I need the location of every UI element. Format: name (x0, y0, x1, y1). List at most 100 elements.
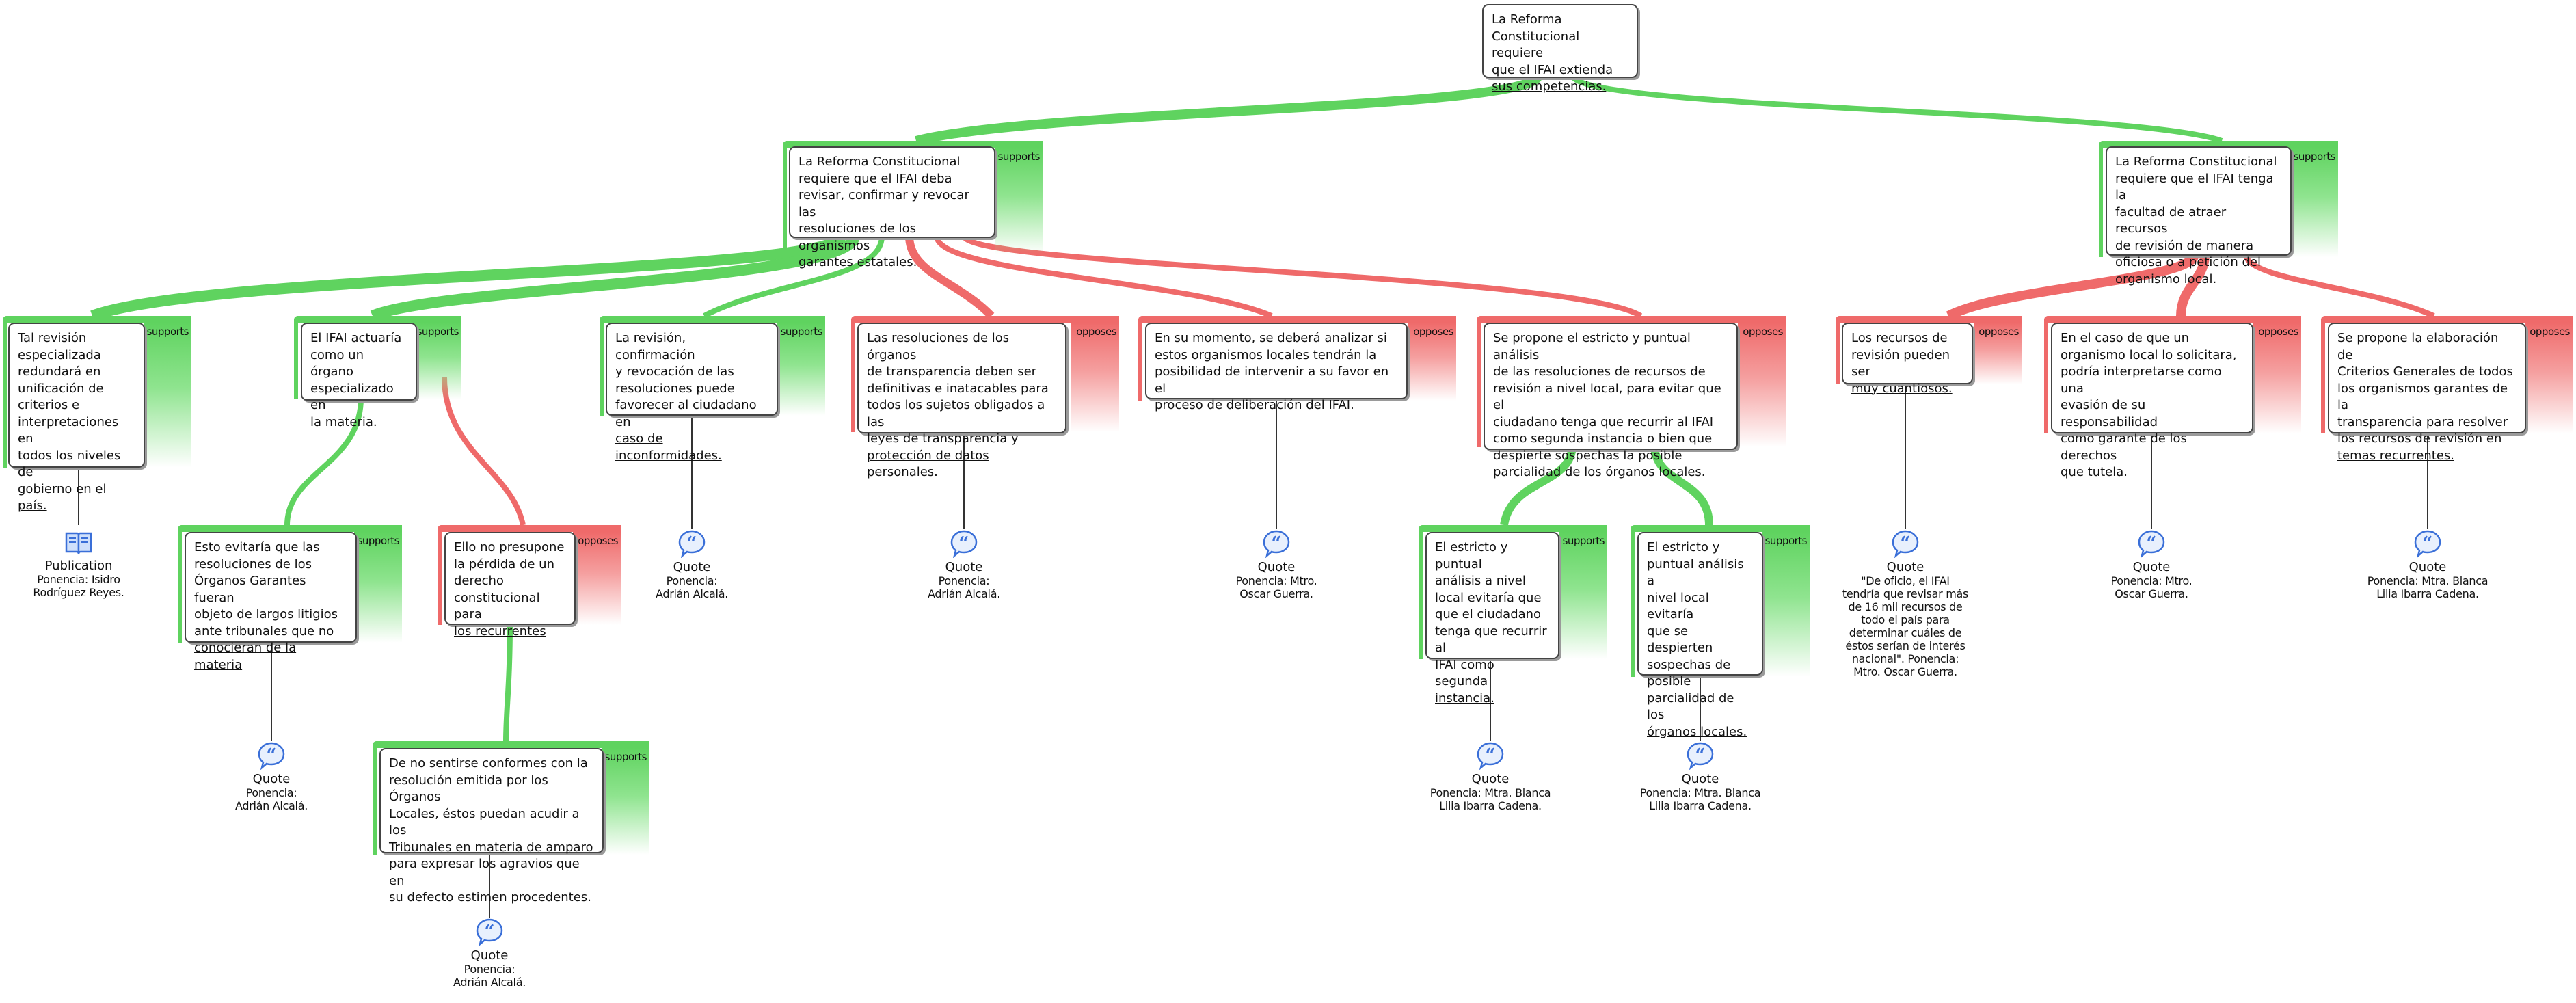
evidence-source: tendría que revisar más (1842, 587, 1969, 600)
evidence-type: Publication (44, 559, 113, 573)
reason-frame-a2: supports (294, 316, 461, 399)
svg-text:“: “ (485, 922, 495, 942)
text-line: ciudadano tenga que recurrir al IFAI (1493, 414, 1714, 429)
text-line: IFAI como segunda (1435, 657, 1494, 689)
evidence-a4[interactable]: “ Quote Ponencia: Adrián Alcalá. (902, 529, 1025, 600)
relation-label: supports (2293, 150, 2336, 163)
relation-label: opposes (1076, 325, 1116, 338)
text-line: De no sentirse conformes con la (389, 756, 588, 771)
text-line: La Reforma Constitucional (2115, 155, 2277, 169)
claim-a6[interactable]: Se propone el estricto y puntual análisi… (1484, 323, 1738, 479)
claim-b4[interactable]: El estricto y puntual análisis a nivel l… (1637, 532, 1763, 739)
text-line: todos los sujetos obligados a las (867, 398, 1045, 429)
text-line: organismo local lo solicitara, (2061, 347, 2237, 362)
claim-a1[interactable]: Tal revisión especializada redundará en … (8, 323, 145, 513)
relation-label: supports (997, 150, 1041, 163)
reason-frame-a5: opposes (1138, 316, 1456, 401)
relation-label: supports (780, 325, 823, 338)
text-line: como segunda instancia o bien que (1493, 431, 1713, 446)
text-line: La Reforma Constitucional (799, 155, 961, 169)
text-line: El estricto y (1647, 540, 1720, 554)
claim-b2[interactable]: Ello no presupone la pérdida de un derec… (444, 532, 576, 639)
text-line: los organismos garantes de la (2337, 381, 2508, 413)
edge-b2-c1 (503, 623, 513, 742)
claim-a7[interactable]: Los recursos de revisión pueden ser muy … (1842, 323, 1973, 396)
root-claim[interactable]: La Reforma Constitucional requiere que e… (1482, 4, 1638, 94)
evidence-b4[interactable]: “ Quote Ponencia: Mtra. Blanca Lilia Iba… (1628, 741, 1772, 812)
evidence-a5[interactable]: “ Quote Ponencia: Mtro. Oscar Guerra. (1215, 529, 1338, 600)
reason-frame-a7: opposes (1836, 316, 2022, 384)
text-line: resoluciones de los organismos (799, 222, 916, 253)
evidence-a8[interactable]: “ Quote Ponencia: Mtro. Oscar Guerra. (2090, 529, 2213, 600)
text-line: El IFAI actuaría (310, 331, 402, 345)
text-line: Tal revisión (18, 331, 87, 345)
evidence-source: Ponencia: (938, 574, 990, 587)
text-line: que el IFAI extienda (1492, 62, 1613, 77)
evidence-a1[interactable]: Publication Ponencia: Isidro Rodríguez R… (14, 529, 144, 599)
text-line: los recursos de revisión en (2337, 431, 2502, 446)
text-line: posible (1647, 674, 1691, 688)
evidence-type: Quote (945, 560, 983, 574)
claim-a8[interactable]: En el caso de que un organismo local lo … (2051, 323, 2253, 479)
text-line: protección de datos personales. (867, 448, 989, 480)
claim-a2[interactable]: El IFAI actuaría como un órgano especial… (301, 323, 417, 429)
text-line: leyes de transparencia y (867, 431, 1019, 446)
text-line: requiere que el IFAI tenga la (2115, 171, 2274, 203)
claim-n1[interactable]: La Reforma Constitucional requiere que e… (789, 146, 995, 269)
evidence-source: Ponencia: Mtra. Blanca (1639, 786, 1761, 799)
evidence-a3[interactable]: “ Quote Ponencia: Adrián Alcalá. (630, 529, 753, 600)
evidence-type: Quote (1257, 560, 1296, 574)
evidence-source: Ponencia: Mtro. (2110, 574, 2192, 587)
evidence-type: Quote (252, 772, 291, 786)
text-line: tenga que recurrir al (1435, 624, 1547, 656)
reason-frame-n2: supports (2099, 141, 2338, 257)
evidence-b1[interactable]: “ Quote Ponencia: Adrián Alcalá. (210, 741, 333, 812)
svg-text:“: “ (1695, 745, 1706, 766)
text-line: Tribunales en materia de amparo (389, 840, 593, 855)
evidence-source: todo el país para (1861, 613, 1950, 626)
relation-label: opposes (2530, 325, 2570, 338)
evidence-source: Adrián Alcalá. (453, 976, 526, 989)
evidence-a7[interactable]: “ Quote "De oficio, el IFAI tendría que … (1834, 529, 1977, 678)
claim-c1[interactable]: De no sentirse conformes con la resoluci… (379, 748, 604, 905)
evidence-source: éstos serían de interés (1845, 639, 1965, 652)
evidence-source: Rodríguez Reyes. (33, 586, 124, 599)
evidence-source: Ponencia: Mtra. Blanca (1430, 786, 1551, 799)
evidence-source: Mtro. Oscar Guerra. (1853, 665, 1957, 678)
evidence-source: Ponencia: Mtro. (1235, 574, 1317, 587)
claim-a9[interactable]: Se propone la elaboración de Criterios G… (2328, 323, 2526, 463)
text-line: los recurrentes (454, 624, 546, 639)
text-line: requiere que el IFAI deba (799, 171, 952, 186)
svg-text:“: “ (2423, 533, 2433, 554)
evidence-source: Lilia Ibarra Cadena. (1439, 799, 1542, 812)
text-line: facultad de atraer recursos (2115, 204, 2227, 237)
claim-a3[interactable]: La revisión, confirmación y revocación d… (606, 323, 778, 463)
text-line: resolución emitida por los Órganos (389, 773, 548, 805)
reason-frame-a6: opposes (1477, 316, 1786, 447)
edge-n1-a2 (370, 234, 860, 321)
text-line: análisis a nivel (1435, 574, 1526, 588)
quote-icon: “ (2138, 530, 2165, 558)
edge-a2-b1 (284, 397, 364, 526)
evidence-c1[interactable]: “ Quote Ponencia: Adrián Alcalá. (428, 918, 551, 989)
text-line: favorecer al ciudadano en (615, 398, 757, 429)
relation-label: supports (604, 751, 647, 763)
svg-text:“: “ (959, 533, 969, 554)
evidence-source: Adrián Alcalá. (927, 587, 1000, 600)
evidence-a9[interactable]: “ Quote Ponencia: Mtra. Blanca Lilia Iba… (2356, 529, 2499, 600)
text-line: definitivas e inatacables para (867, 381, 1049, 396)
text-line: posibilidad de intervenir a su favor en … (1155, 364, 1389, 396)
text-line: órganos locales. (1647, 724, 1747, 739)
text-line: nivel local evitaría (1647, 590, 1709, 622)
text-line: revisar, confirmar y revocar las (799, 188, 969, 219)
edge-n2-a7 (1946, 252, 2199, 321)
text-line: derecho (454, 574, 504, 588)
claim-a4[interactable]: Las resoluciones de los órganos de trans… (857, 323, 1066, 479)
claim-n2[interactable]: La Reforma Constitucional requiere que e… (2106, 146, 2292, 286)
claim-b1[interactable]: Esto evitaría que las resoluciones de lo… (185, 532, 357, 672)
claim-a5[interactable]: En su momento, se deberá analizar si est… (1145, 323, 1408, 412)
text-line: que el ciudadano (1435, 607, 1542, 621)
evidence-b3[interactable]: “ Quote Ponencia: Mtra. Blanca Lilia Iba… (1419, 741, 1562, 812)
text-line: criterios e (18, 398, 80, 412)
claim-b3[interactable]: El estricto y puntual análisis a nivel l… (1425, 532, 1559, 706)
